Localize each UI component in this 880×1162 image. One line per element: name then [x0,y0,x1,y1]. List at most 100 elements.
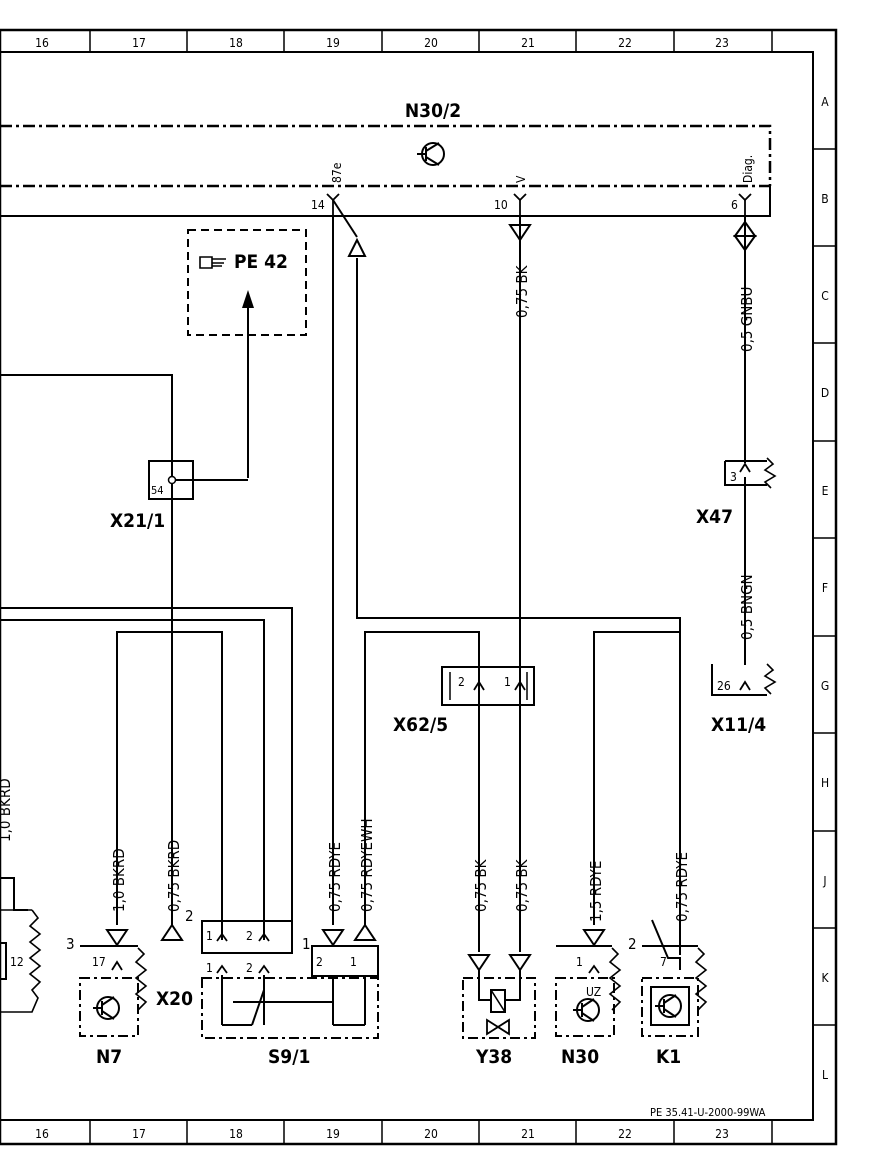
row-l: L [822,1068,828,1082]
col-19: 19 [326,1127,340,1141]
wire-label: 0,75 RDYE [326,842,344,912]
wire-label: 0,75 BK [472,858,490,912]
x20-label: X20 [156,988,193,1010]
x20-pin-2: 2 [185,907,194,925]
s9-1-label: S9/1 [268,1046,310,1068]
row-b: B [821,192,828,206]
pin-diag: Diag. [741,155,755,183]
s9-1-pin: 1 [302,935,311,953]
x21-1-label: X21/1 [110,510,165,532]
x21-1-connector: 54 X21/1 [110,460,248,532]
wire-label: 1,5 RDYE [587,861,605,922]
connector-arrows [105,220,757,972]
wire-label: 1,0 BKRD [110,848,128,912]
col-20: 20 [424,1127,438,1141]
n30-2-module: N30/2 [0,100,772,217]
wire-labels: 0,75 BK 0,5 GNBU 0,5 BNGN 1,0 BKRD 0,75 … [0,264,756,922]
column-labels-bottom: 16 17 18 19 20 21 22 23 [35,1127,729,1141]
row-e: E [822,484,829,498]
k1-label: K1 [656,1046,681,1068]
y38-label: Y38 [475,1046,512,1068]
x62-5-pin-2: 2 [458,675,465,689]
y38-valve: Y38 [462,970,536,1068]
k1-pin-7: 7 [660,955,667,969]
col-20: 20 [424,36,438,50]
col-17: 17 [132,36,146,50]
row-k: K [821,971,829,985]
valve-icon [486,1018,510,1036]
row-f: F [822,581,828,595]
x47-label: X47 [696,506,733,528]
x11-4-connector: 26 X11/4 [711,663,777,736]
x62-5-label: X62/5 [393,714,448,736]
row-j: J [822,874,826,888]
n30-2-label: N30/2 [405,100,461,122]
n7-pin-3: 3 [66,935,75,953]
left-pin-12: 12 [10,955,24,969]
wire-label: 0,75 RDYE [673,852,691,922]
pin-14: 14 [311,198,325,212]
col-23: 23 [715,36,729,50]
s9-1-pin: 1 [206,961,213,975]
n7-module: 3 17 N7 [66,935,148,1068]
frame [0,28,838,1146]
wire-lines [0,199,746,955]
pin-87e: 87e [330,162,344,183]
transistor-icon [93,996,120,1020]
n30-module: 1 UZ N30 [555,945,622,1068]
row-c: C [821,289,829,303]
pointing-hand-icon [199,256,226,269]
pin-v: V [514,175,528,183]
wire-label: 0,5 GNBU [738,287,756,352]
col-18: 18 [229,1127,243,1141]
drawing-reference: PE 35.41-U-2000-99WA [650,1106,766,1119]
n30-uz: UZ [586,985,601,999]
col-17: 17 [132,1127,146,1141]
s9-1-pin: 1 [350,955,357,969]
k1-module: 2 7 K1 [628,919,708,1068]
s9-1-pin: 2 [246,961,253,975]
col-19: 19 [326,36,340,50]
x62-5-connector: 2 1 X62/5 [393,666,535,736]
wire-label: 0,75 BKRD [165,840,183,912]
x62-5-pin-1: 1 [504,675,511,689]
s9-1-pin: 2 [246,929,253,943]
wire-label: 1,0 BKRD [0,778,14,842]
wire-label: 0,75 BK [513,264,531,318]
left-partial-component: 12 [0,877,42,1013]
n7-label: N7 [96,1046,122,1068]
transistor-icon [655,994,682,1018]
row-labels: A B C D E F G H J K L [821,95,830,1082]
n7-pin-17: 17 [92,955,106,969]
row-h: H [821,776,829,790]
n30-pin-1: 1 [576,955,583,969]
x20-connector: 2 X20 1 2 1 2 [156,907,293,1010]
col-21: 21 [521,1127,535,1141]
col-22: 22 [618,36,632,50]
wire-label: 0,5 BNGN [738,574,756,640]
column-labels-top: 16 17 18 19 20 21 22 23 [35,36,729,50]
x11-4-pin-26: 26 [717,679,731,693]
s9-1-pin: 1 [206,929,213,943]
s9-1-pin: 2 [316,955,323,969]
wire-label: 0,75 BK [513,858,531,912]
n30-label: N30 [561,1046,599,1068]
row-a: A [821,95,829,109]
row-d: D [821,386,829,400]
col-16: 16 [35,1127,49,1141]
s9-1-switch: 1 2 1 S9/1 [201,935,379,1068]
pin-10: 10 [494,198,508,212]
col-18: 18 [229,36,243,50]
x47-connector: 3 X47 [696,457,777,528]
x21-1-pin-54: 54 [151,484,164,497]
x11-4-label: X11/4 [711,714,766,736]
module-pins: 87e 14 V 10 Diag. 6 [311,155,755,216]
wire-label: 0,75 RDYEWH [358,818,376,912]
col-16: 16 [35,36,49,50]
transistor-icon [573,998,600,1022]
k1-pin-2: 2 [628,935,637,953]
arrow-up-icon [242,290,254,308]
row-g: G [821,679,829,693]
transistor-icon [417,142,445,166]
